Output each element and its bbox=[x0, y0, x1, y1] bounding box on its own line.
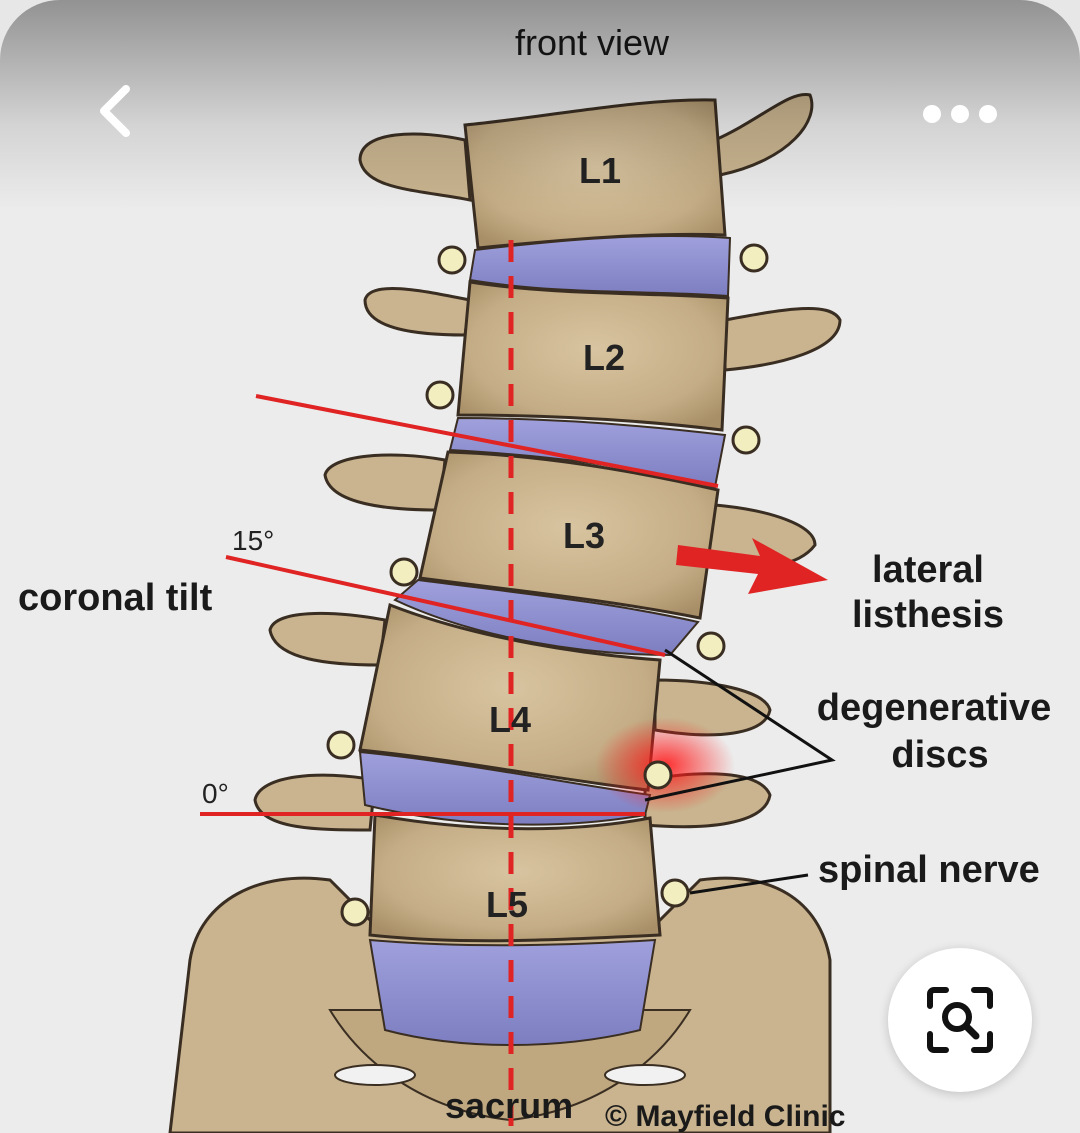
label-discs: discs bbox=[891, 734, 988, 776]
label-sacrum: sacrum bbox=[445, 1085, 573, 1126]
more-options-button[interactable] bbox=[910, 88, 1010, 140]
label-listhesis: listhesis bbox=[852, 594, 1004, 636]
disc-l1-l2 bbox=[468, 234, 732, 298]
angle-0: 0° bbox=[202, 778, 229, 809]
label-degenerative: degenerative bbox=[817, 687, 1051, 729]
visual-search-button[interactable] bbox=[888, 948, 1032, 1092]
label-l2: L2 bbox=[583, 337, 625, 378]
label-l5: L5 bbox=[486, 884, 528, 925]
label-lateral: lateral bbox=[872, 549, 984, 591]
label-l3: L3 bbox=[563, 515, 605, 556]
label-spinal-nerve: spinal nerve bbox=[818, 849, 1040, 891]
disc-l5-s1 bbox=[368, 938, 657, 1046]
figure-title: front view bbox=[515, 22, 670, 63]
more-horizontal-icon bbox=[923, 105, 997, 123]
angle-15: 15° bbox=[232, 525, 274, 556]
vertebra-l3 bbox=[418, 450, 720, 620]
label-l1: L1 bbox=[579, 150, 621, 191]
label-l4: L4 bbox=[489, 699, 531, 740]
nerve-roots bbox=[326, 243, 769, 927]
chevron-left-icon bbox=[100, 85, 130, 137]
listhesis-arrow bbox=[676, 538, 828, 594]
back-button[interactable] bbox=[78, 72, 150, 150]
vertebra-l5 bbox=[368, 813, 662, 943]
visual-search-icon bbox=[927, 987, 993, 1053]
credit: © Mayfield Clinic bbox=[605, 1100, 845, 1133]
vertebra-l2 bbox=[456, 280, 730, 432]
label-coronal-tilt: coronal tilt bbox=[18, 577, 213, 619]
